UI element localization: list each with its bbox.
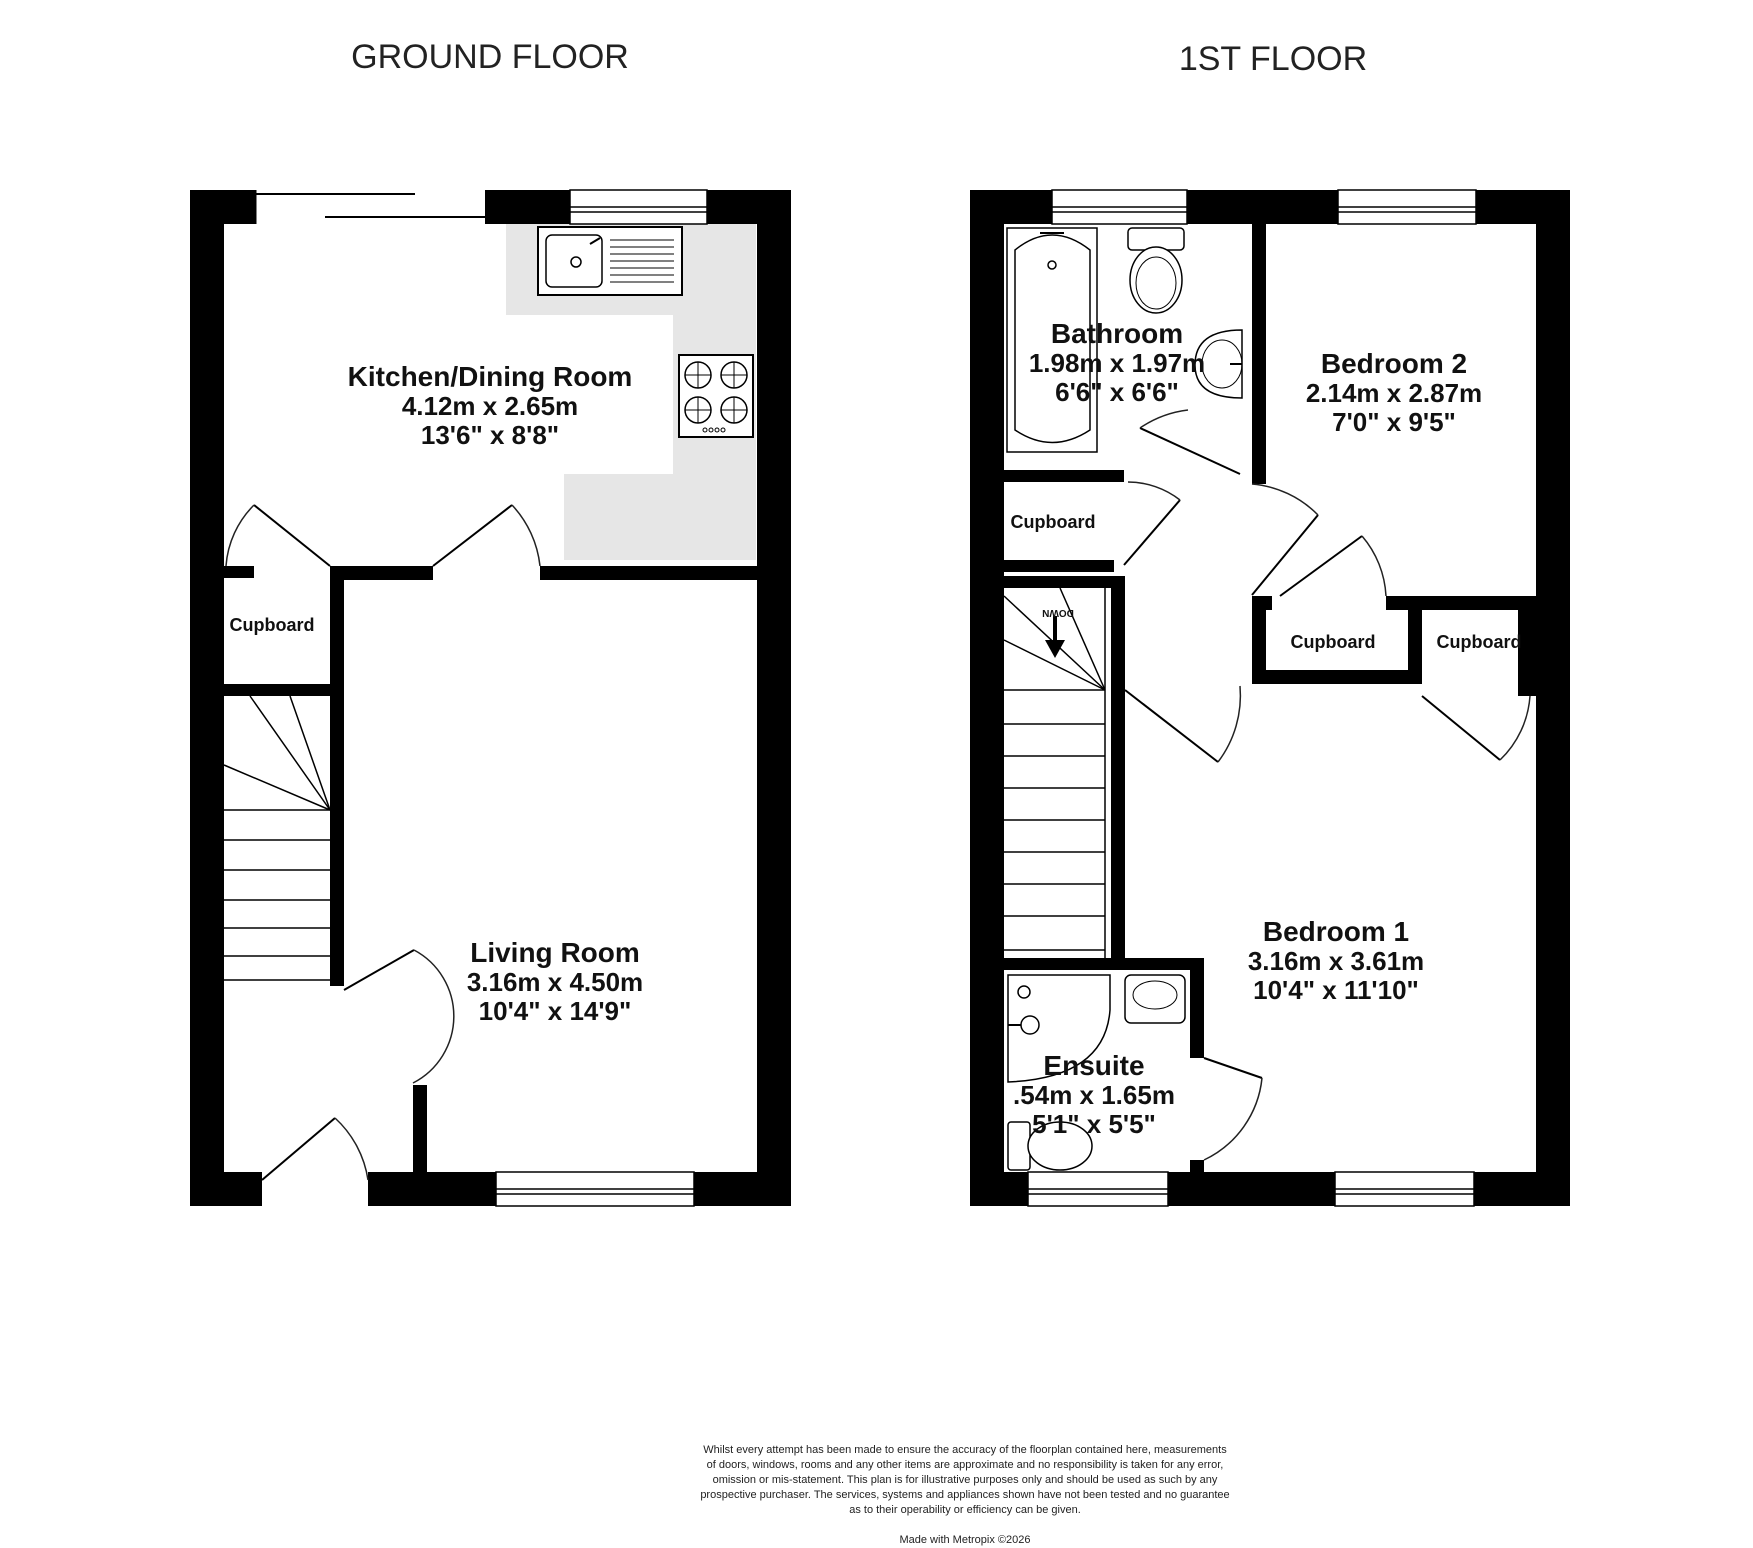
- bathroom-metric: 1.98m x 1.97m: [1029, 348, 1205, 378]
- kitchen-label: Kitchen/Dining Room 4.12m x 2.65m 13'6" …: [348, 361, 633, 450]
- door-landing-cupboard: [1123, 481, 1181, 566]
- ensuite-metric: .54m x 1.65m: [1013, 1080, 1175, 1110]
- door-bathroom: [1139, 409, 1241, 475]
- ensuite-toilet-icon: [1007, 1121, 1093, 1171]
- ground-window-rear: [569, 189, 708, 225]
- ground-floor-walls: [190, 190, 791, 1206]
- bedroom1-name: Bedroom 1: [1263, 916, 1409, 947]
- hob-icon: [678, 354, 754, 438]
- door-front: [261, 1117, 369, 1181]
- toilet-icon: [1127, 227, 1185, 314]
- bathroom-label: Bathroom 1.98m x 1.97m 6'6" x 6'6": [1029, 318, 1205, 407]
- kitchen-worktop-area: [506, 222, 756, 560]
- bathroom-name: Bathroom: [1051, 318, 1183, 349]
- bedroom1-label: Bedroom 1 3.16m x 3.61m 10'4" x 11'10": [1248, 916, 1424, 1005]
- ensuite-name: Ensuite: [1043, 1050, 1144, 1081]
- ground-floor-title: GROUND FLOOR: [351, 38, 629, 76]
- kitchen-metric: 4.12m x 2.65m: [402, 391, 578, 421]
- living-imperial: 10'4" x 14'9": [479, 996, 632, 1026]
- living-label: Living Room 3.16m x 4.50m 10'4" x 14'9": [467, 937, 643, 1026]
- bath-icon: [1006, 227, 1098, 453]
- metropix-credit: Made with Metropix ©2026: [899, 1534, 1031, 1546]
- bedroom1-imperial: 10'4" x 11'10": [1253, 975, 1419, 1005]
- door-bed1-cupboard: [1421, 695, 1531, 761]
- door-kitchen-cupboard: [225, 504, 331, 567]
- ground-stairs: [215, 695, 331, 981]
- basin-icon: [1194, 329, 1243, 399]
- disclaimer-body: Whilst every attempt has been made to en…: [700, 1444, 1230, 1516]
- bedroom2-label: Bedroom 2 2.14m x 2.87m 7'0" x 9'5": [1306, 348, 1482, 437]
- door-bed2-cupboard: [1279, 535, 1387, 597]
- door-bedroom2: [1251, 483, 1319, 596]
- bedroom1-metric: 3.16m x 3.61m: [1248, 946, 1424, 976]
- living-metric: 3.16m x 4.50m: [467, 967, 643, 997]
- bedroom2-name: Bedroom 2: [1321, 348, 1467, 379]
- stairs-down-label: DOWN: [1042, 607, 1074, 618]
- ensuite-basin-icon: [1124, 974, 1186, 1024]
- first-stairs: [1003, 587, 1106, 958]
- ensuite-imperial: 5'1" x 5'5": [1032, 1109, 1156, 1139]
- sink-icon: [537, 226, 683, 296]
- bed2-cupboard-label: Cupboard: [1291, 632, 1376, 652]
- first-floor-walls: [970, 190, 1570, 1206]
- stairs-down-arrow-icon: [1045, 616, 1065, 658]
- ground-sliding-door: [255, 190, 485, 224]
- ground-cupboard-label: Cupboard: [230, 615, 315, 635]
- door-hall-living: [343, 949, 455, 1084]
- first-window-bedroom2: [1337, 189, 1477, 225]
- living-name: Living Room: [470, 937, 640, 968]
- first-window-ensuite: [1027, 1171, 1169, 1207]
- bedroom2-metric: 2.14m x 2.87m: [1306, 378, 1482, 408]
- first-window-bedroom1: [1334, 1171, 1475, 1207]
- bedroom2-imperial: 7'0" x 9'5": [1332, 407, 1456, 437]
- ground-window-front: [495, 1171, 695, 1207]
- bathroom-imperial: 6'6" x 6'6": [1055, 377, 1179, 407]
- door-bedroom1: [1124, 685, 1242, 763]
- landing-cupboard-label: Cupboard: [1011, 512, 1096, 532]
- door-kitchen-living: [432, 504, 541, 567]
- first-floor-title: 1ST FLOOR: [1179, 40, 1367, 78]
- bed1-cupboard-label: Cupboard: [1437, 632, 1522, 652]
- kitchen-imperial: 13'6" x 8'8": [421, 420, 559, 450]
- shower-icon: [1007, 974, 1111, 1083]
- first-window-bathroom: [1051, 189, 1188, 225]
- ensuite-label: Ensuite .54m x 1.65m 5'1" x 5'5": [1013, 1050, 1175, 1139]
- door-ensuite: [1203, 1057, 1263, 1161]
- kitchen-name: Kitchen/Dining Room: [348, 361, 633, 392]
- disclaimer-text: Whilst every attempt has been made to en…: [640, 1428, 1290, 1548]
